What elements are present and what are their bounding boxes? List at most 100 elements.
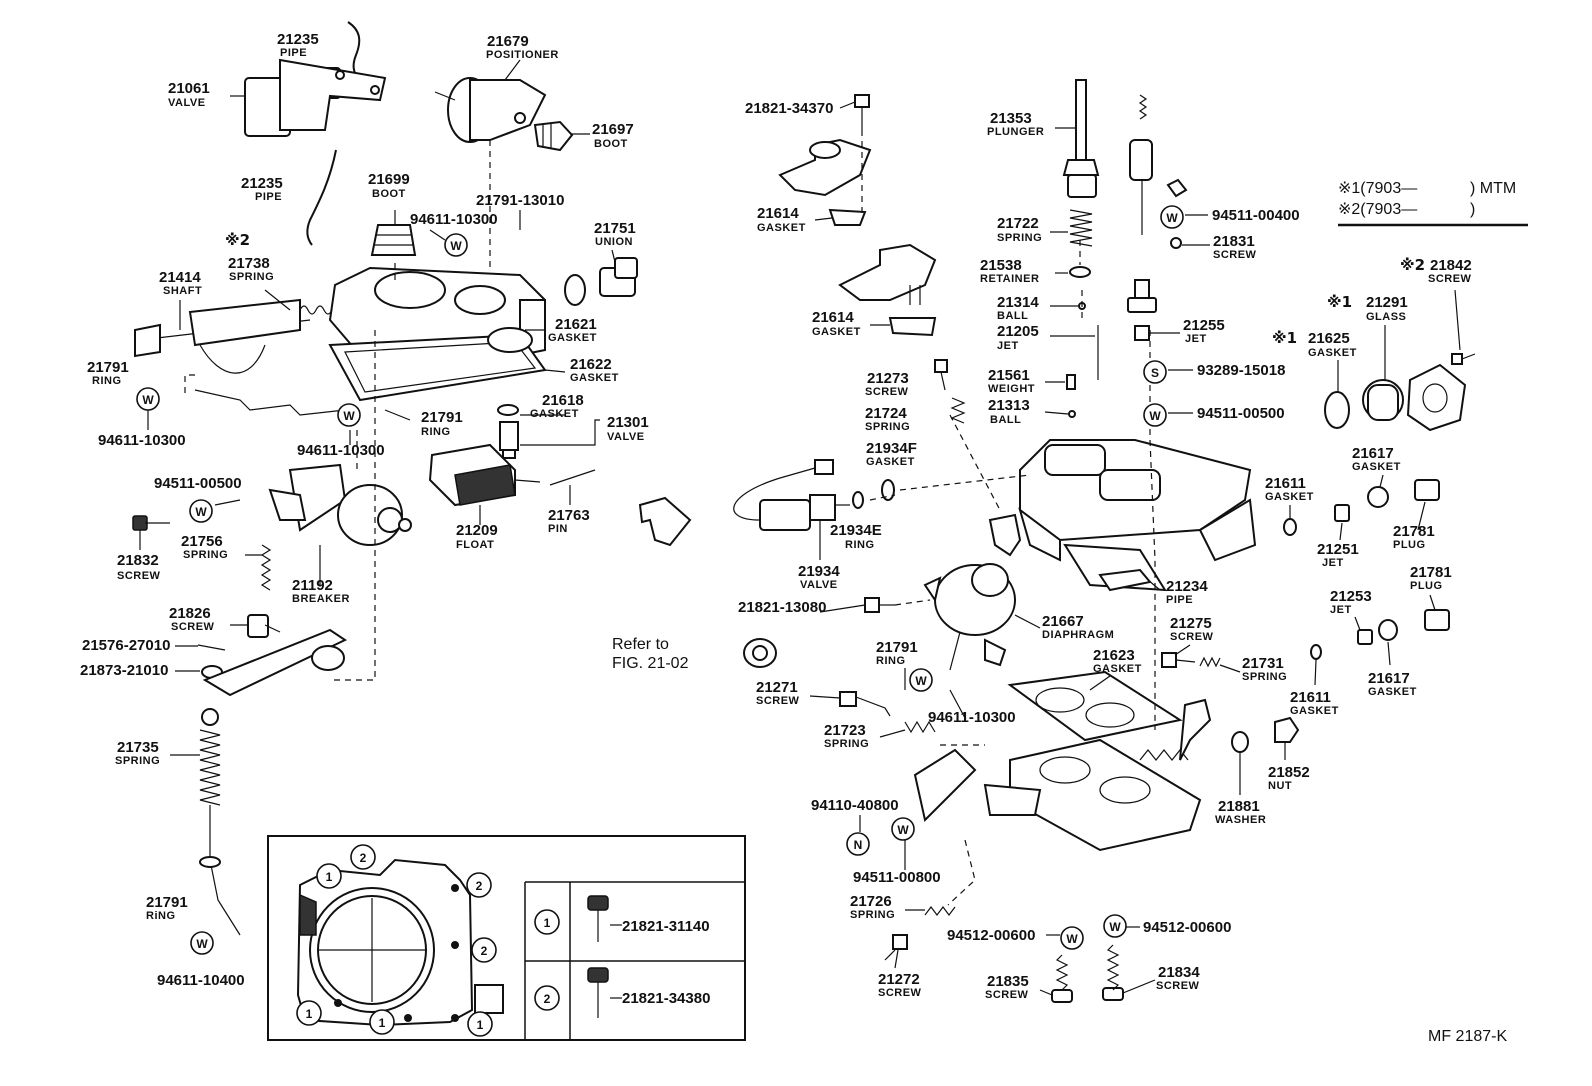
washer-w-marker: W bbox=[1143, 403, 1167, 427]
washer-s-marker: S bbox=[1143, 360, 1167, 384]
label-21255-name: JET bbox=[1185, 333, 1207, 345]
label-94611-a: 94611-10300 bbox=[410, 211, 498, 228]
label-21313-num: 21313 bbox=[988, 397, 1030, 414]
label-21301-num: 21301 bbox=[607, 414, 649, 431]
label-21842-name: SCREW bbox=[1428, 273, 1472, 285]
part-drawings bbox=[132, 21, 1476, 1003]
legend-row2-index: 2 bbox=[544, 992, 551, 1006]
washer-w-marker: W bbox=[189, 499, 213, 523]
label-21414-num: 21414 bbox=[159, 269, 201, 286]
washer-n-marker: N bbox=[846, 832, 870, 856]
refer-line1: Refer to bbox=[612, 636, 669, 653]
label-94611-e: 94611-10300 bbox=[928, 709, 1016, 726]
screw-21826 bbox=[247, 614, 281, 638]
label-21781b-name: PLUG bbox=[1410, 580, 1443, 592]
svg-text:S: S bbox=[1151, 366, 1159, 380]
label-21791-13010: 21791-13010 bbox=[476, 192, 564, 209]
screw-21273 bbox=[934, 359, 948, 391]
label-21826-num: 21826 bbox=[169, 605, 211, 622]
svg-text:W: W bbox=[196, 937, 208, 951]
label-94611-d: 94611-10400 bbox=[157, 972, 245, 989]
breaker-21192 bbox=[268, 463, 412, 546]
label-21821-13080: 21821-13080 bbox=[738, 599, 826, 616]
label-21353-num: 21353 bbox=[990, 110, 1032, 127]
flange-marker-1: 1 bbox=[369, 1009, 395, 1035]
label-21881-num: 21881 bbox=[1218, 798, 1260, 815]
washer-w-marker: W bbox=[190, 931, 214, 955]
plunger-21353 bbox=[1062, 79, 1100, 198]
legend-row1-index: 1 bbox=[544, 916, 551, 930]
washer-w-marker: W bbox=[444, 233, 468, 257]
screw-21834 bbox=[1102, 944, 1124, 1001]
legend-row2-part: 21821-34380 bbox=[622, 990, 710, 1007]
washer-markers: W W W W W W S W W N W W W bbox=[136, 205, 1184, 955]
label-21561-num: 21561 bbox=[988, 367, 1030, 384]
boot-21697 bbox=[533, 120, 574, 152]
label-21192-name: BREAKER bbox=[292, 593, 350, 605]
svg-text:1: 1 bbox=[326, 870, 333, 884]
label-21791b-name: RING bbox=[421, 426, 451, 438]
flange-drawing bbox=[296, 858, 504, 1027]
svg-text:2: 2 bbox=[476, 879, 483, 893]
gasket-21625-ring bbox=[1324, 391, 1350, 429]
label-21751-num: 21751 bbox=[594, 220, 636, 237]
flange-marker-2: 2 bbox=[350, 844, 376, 870]
label-21731-name: SPRING bbox=[1242, 671, 1287, 683]
label-21697-name: BOOT bbox=[594, 138, 628, 150]
svg-text:W: W bbox=[142, 393, 154, 407]
label-21614a-num: 21614 bbox=[757, 205, 799, 222]
label-21273-name: SCREW bbox=[865, 386, 909, 398]
label-21314-num: 21314 bbox=[997, 294, 1039, 311]
label-21617a-num: 21617 bbox=[1352, 445, 1394, 462]
label-21538-name: RETAINER bbox=[980, 273, 1039, 285]
label-21791a-num: 21791 bbox=[87, 359, 129, 376]
main-carburetor-body bbox=[1018, 439, 1257, 592]
label-21205-num: 21205 bbox=[997, 323, 1039, 340]
label-21934f-num: 21934F bbox=[866, 440, 917, 457]
label-21873: 21873-21010 bbox=[80, 662, 168, 679]
label-21934e-num: 21934E bbox=[830, 522, 882, 539]
label-21738-name: SPRING bbox=[229, 271, 274, 283]
label-21253-name: JET bbox=[1330, 604, 1352, 616]
screw-legend-inset: 1 2 2 2 1 1 1 1 21821-31140 2 21821-3438… bbox=[267, 835, 746, 1041]
label-21235b-name: PIPE bbox=[255, 191, 282, 203]
glass-21291 bbox=[1362, 379, 1404, 421]
flange-marker-1: 1 bbox=[296, 1000, 322, 1026]
label-21724-num: 21724 bbox=[865, 405, 907, 422]
label-21235b-num: 21235 bbox=[241, 175, 283, 192]
note-line1: ※1(7903― bbox=[1338, 180, 1417, 197]
needle-valve-21301 bbox=[499, 421, 519, 459]
label-21538-num: 21538 bbox=[980, 257, 1022, 274]
note-line2-end: ) bbox=[1470, 201, 1475, 218]
flange-marker-2: 2 bbox=[471, 937, 497, 963]
shaft-21414 bbox=[134, 298, 311, 374]
label-21724-name: SPRING bbox=[865, 421, 910, 433]
screw-21821-13080 bbox=[864, 597, 895, 613]
label-21614b-num: 21614 bbox=[812, 309, 854, 326]
label-94512b: 94512-00600 bbox=[1143, 919, 1231, 936]
label-21722-num: 21722 bbox=[997, 215, 1039, 232]
label-21738-num: 21738 bbox=[228, 255, 270, 272]
label-21611b-num: 21611 bbox=[1290, 689, 1331, 706]
label-21251-num: 21251 bbox=[1317, 541, 1359, 558]
label-21751-name: UNION bbox=[595, 236, 633, 248]
screw-21275 bbox=[1161, 652, 1196, 668]
label-21831-name: SCREW bbox=[1213, 249, 1257, 261]
label-21625-name: GASKET bbox=[1308, 347, 1357, 359]
svg-text:W: W bbox=[195, 505, 207, 519]
label-21272-num: 21272 bbox=[878, 971, 920, 988]
label-21722-name: SPRING bbox=[997, 232, 1042, 244]
label-21251-name: JET bbox=[1322, 557, 1344, 569]
note-line2: ※2(7903― bbox=[1338, 201, 1417, 218]
mark-star2-right: ※2 bbox=[1400, 256, 1425, 274]
label-21699-num: 21699 bbox=[368, 171, 410, 188]
label-21255-num: 21255 bbox=[1183, 317, 1225, 334]
label-21934f-name: GASKET bbox=[866, 456, 915, 468]
screw-21842 bbox=[1451, 353, 1463, 365]
label-21791b-num: 21791 bbox=[421, 409, 463, 426]
positioner-21679 bbox=[434, 77, 547, 143]
label-21791c-name: RiNG bbox=[146, 910, 176, 922]
label-21763-name: PIN bbox=[548, 523, 568, 535]
accelerator-pump-lower bbox=[838, 243, 937, 337]
